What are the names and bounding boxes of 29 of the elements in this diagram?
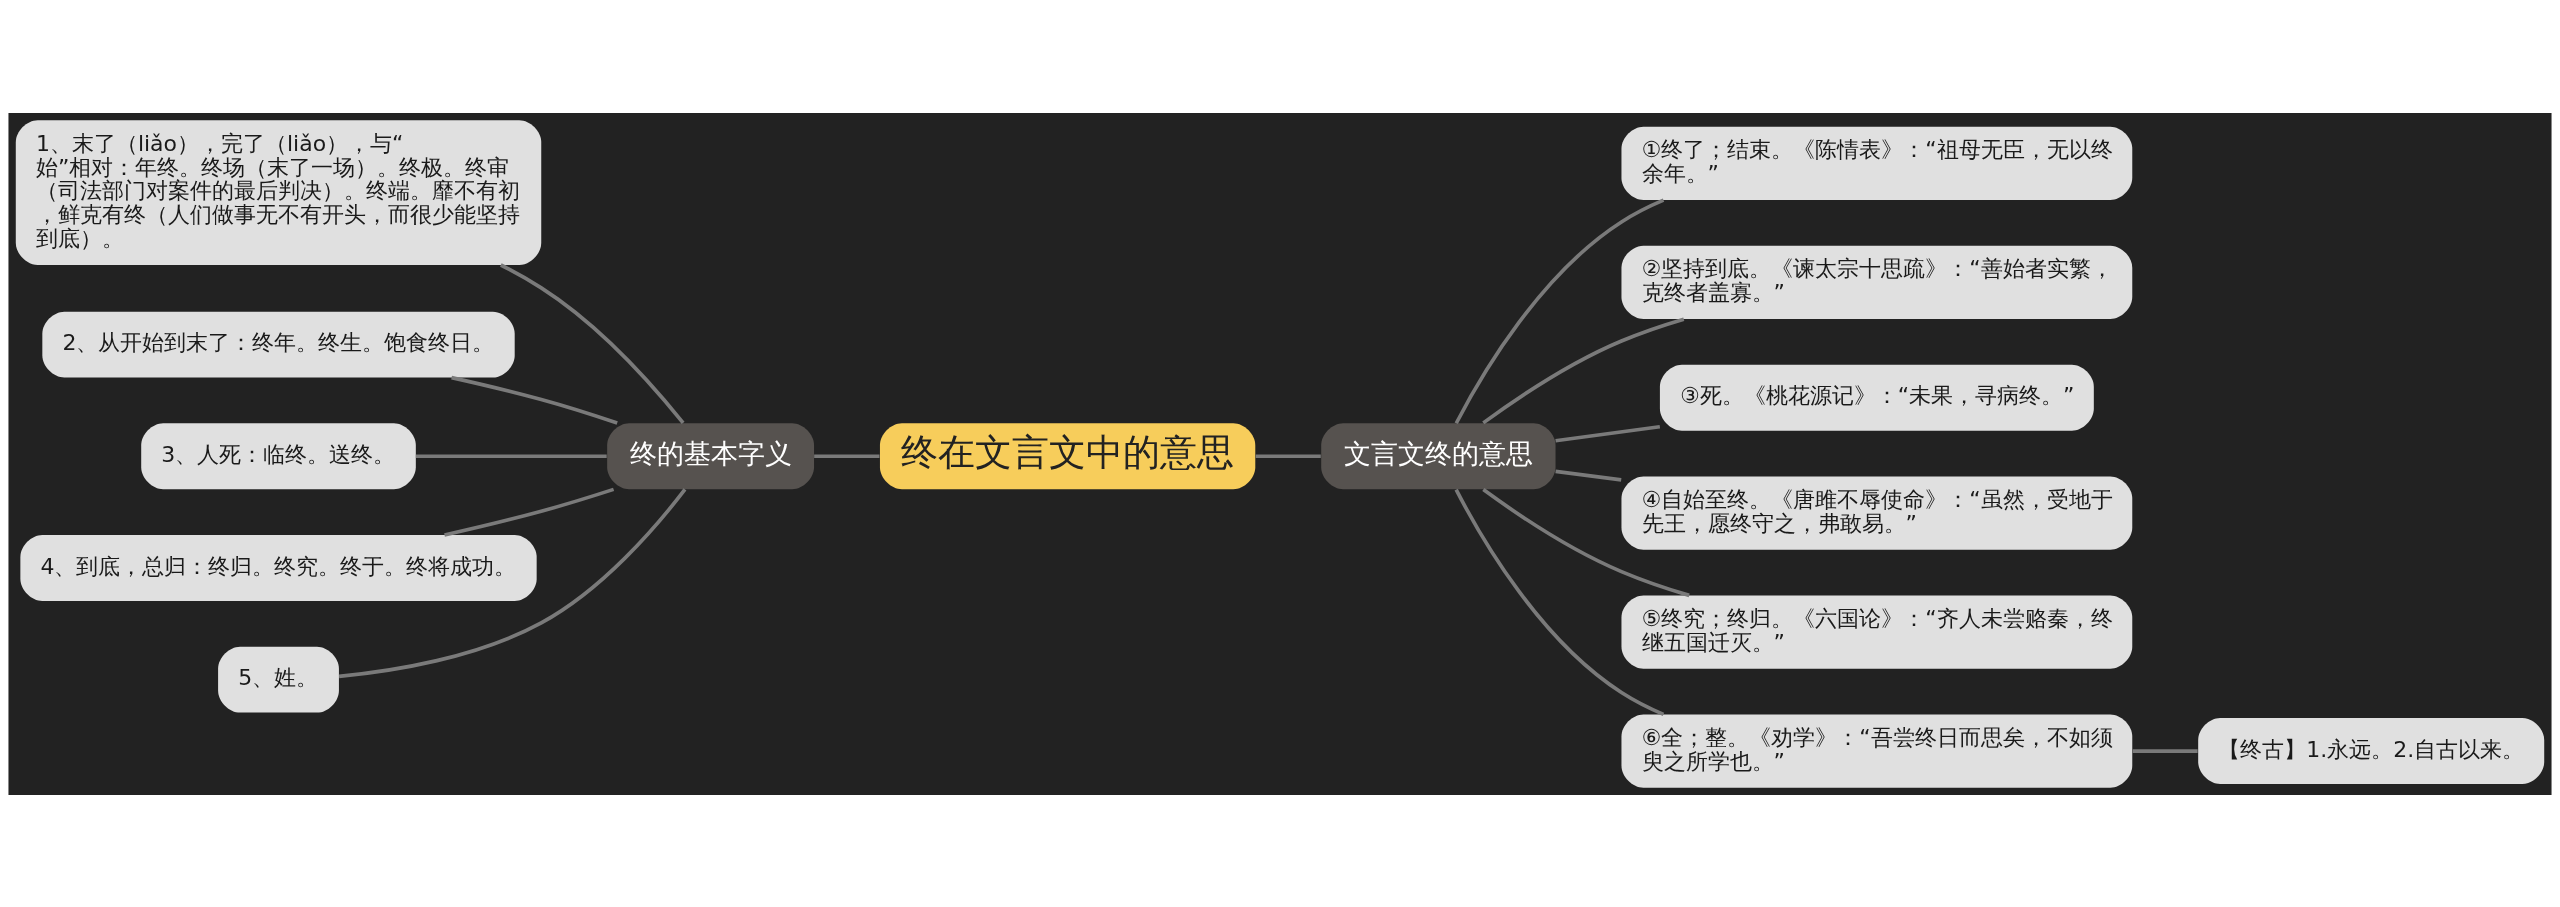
connector [451, 375, 618, 425]
node-box: 2、从开始到末了：终年。终生。饱食终日。 [42, 311, 515, 378]
node-box: ②坚持到底。《谏太宗十思疏》：“善始者实繁，克终者盖寡。” [1621, 245, 2133, 319]
node-box: 【终古】1.永远。2.自古以来。 [2198, 717, 2545, 784]
connector [1555, 424, 1661, 443]
node-box: 终的基本字义 [607, 422, 815, 489]
node-box: 文言文终的意思 [1321, 422, 1556, 489]
connector [444, 487, 615, 537]
connector [1482, 487, 1690, 597]
connector [1454, 197, 1665, 424]
connector [1482, 316, 1685, 424]
node-box: 4、到底，总归：终归。终究。终于。终将成功。 [20, 534, 537, 601]
connector [1555, 469, 1622, 482]
connector [500, 262, 685, 424]
node-box: ④自始至终。《唐雎不辱使命》：“虽然，受地于先王，愿终守之，弗敢易。” [1621, 475, 2133, 550]
node-box: 1、末了（liǎo），完了（liǎo），与“始”相对：年终。终场（末了一场）。终极。终审（司法部门对案件的最后判决）。终端。靡不有初，鲜克有终（人们做事无不有开头，而很少能坚持到底）。 [15, 119, 542, 265]
node-box: ①终了；结束。《陈情表》：“祖母无臣，无以终余年。” [1621, 126, 2133, 200]
connector [415, 453, 607, 458]
node-box: ⑤终究；终归。《六国论》：“齐人未尝赂秦，终继五国迁灭。” [1621, 594, 2133, 669]
connector [1454, 488, 1665, 716]
connector [814, 453, 880, 458]
node-box: 3、人死：临终。送终。 [141, 422, 416, 489]
node-box: 终在文言文中的意思 [879, 422, 1256, 489]
connector [1255, 453, 1321, 458]
node-box: ⑥全；整。《劝学》：“吾尝终日而思矣，不如须臾之所学也。” [1621, 713, 2133, 788]
connector [338, 487, 687, 678]
node-box: 5、姓。 [218, 646, 339, 713]
connector [2132, 748, 2198, 753]
node-box: ③死。《桃花源记》：“未果，寻病终。” [1659, 364, 2094, 431]
